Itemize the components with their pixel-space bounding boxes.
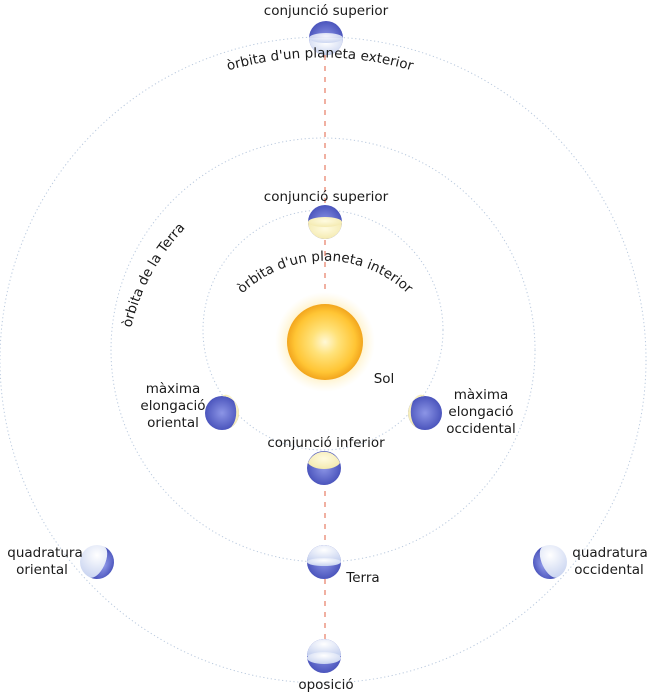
planet-west-quadrature-icon (533, 545, 567, 579)
east-quadrature-label-1: quadratura (7, 545, 82, 561)
planet-east-quadrature-icon (80, 545, 114, 579)
earth-orbit-label: òrbita de la Terra (120, 220, 189, 329)
outer-orbit-label: òrbita d'un planeta exterior (225, 45, 415, 74)
west-quadrature-label-1: quadratura (572, 545, 647, 561)
earth-orbit (110, 137, 536, 563)
outer-planet-orbit (0, 36, 647, 684)
planet-west-elongation-icon (408, 394, 442, 430)
planet-east-elongation-icon (205, 394, 239, 430)
east-elongation-label-3: oriental (147, 415, 199, 431)
earth-planet-icon (307, 545, 341, 579)
west-elongation-label-2: elongació (448, 404, 513, 420)
planet-inferior-icon (307, 451, 341, 485)
earth-label: Terra (345, 570, 379, 586)
sun-icon (287, 304, 363, 380)
inner-orbit-label: òrbita d'un planeta interior (234, 249, 416, 297)
opposition-label: oposició (298, 677, 353, 693)
sun-label: Sol (374, 371, 395, 387)
west-elongation-label-1: màxima (454, 387, 509, 403)
west-elongation-label-3: occidental (446, 421, 516, 437)
west-quadrature-label-2: occidental (574, 562, 644, 578)
inner-planet-orbit (202, 209, 444, 451)
east-elongation-label-2: elongació (140, 398, 205, 414)
east-elongation-label-1: màxima (146, 381, 201, 397)
planet-outer-superior-icon (309, 21, 343, 55)
planet-inner-superior-icon (308, 205, 342, 239)
east-quadrature-label-2: oriental (16, 562, 68, 578)
inner-superior-label: conjunció superior (264, 189, 389, 205)
inferior-conjunction-label: conjunció inferior (267, 435, 385, 451)
planet-opposition-icon (307, 639, 341, 673)
outer-superior-label: conjunció superior (264, 3, 389, 19)
